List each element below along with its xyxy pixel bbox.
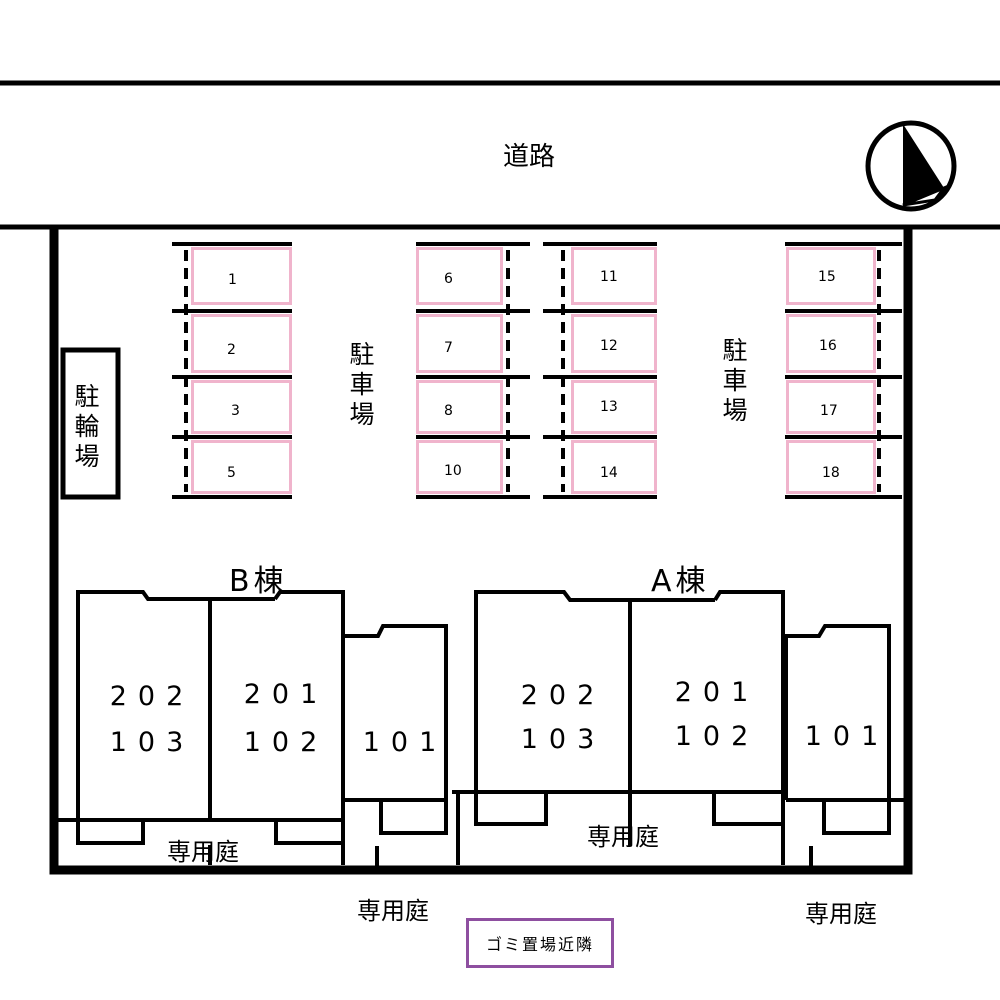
parking-spot [786,380,876,434]
unit-number: 102 [243,727,329,758]
parking-spot [571,440,657,494]
parking-spot [786,314,876,373]
parking-spot-number: 7 [444,340,453,356]
private-garden-label: 専用庭 [805,900,877,928]
parking-spot-number: 10 [444,463,462,479]
parking-spot [191,440,292,494]
unit-number: 102 [674,721,760,752]
bicycle-parking-box [60,347,121,500]
parking-spot-number: 5 [227,465,236,481]
parking-lines [172,242,902,499]
parking-spot [416,314,503,373]
parking-spot-number: 15 [818,269,836,285]
parking-spot [416,247,503,305]
parking-spot [571,380,657,434]
unit-number: 201 [674,677,760,708]
unit-number: 103 [520,724,606,755]
north-arrow-icon [865,120,957,212]
unit-number: 103 [109,727,195,758]
building-b-title: B棟 [229,564,288,599]
building-a-outline [452,590,908,866]
parking-dashed-lines [184,250,881,492]
parking-spot-number: 6 [444,271,453,287]
parking-spot-number: 12 [600,338,618,354]
private-garden-label: 専用庭 [587,823,659,851]
parking-spot [191,247,292,305]
unit-number: 101 [362,727,448,758]
parking-spot-number: 1 [228,272,237,288]
unit-number: 202 [109,681,195,712]
parking-spot [571,314,657,373]
unit-number: 101 [804,721,890,752]
parking-label-left: 駐車場 [349,340,375,429]
road-label: 道路 [503,142,556,172]
parking-spot-number: 16 [819,338,837,354]
private-garden-label: 専用庭 [357,897,429,925]
bicycle-parking-label: 駐輪場 [74,382,100,471]
parking-spot-number: 18 [822,465,840,481]
garbage-area-label: ゴミ置場近隣 [466,918,614,968]
parking-spot-number: 14 [600,465,618,481]
parking-spot [416,380,503,434]
unit-number: 201 [243,679,329,710]
parking-spot-number: 2 [227,342,236,358]
parking-label-right: 駐車場 [722,336,748,425]
unit-number: 202 [520,680,606,711]
parking-spot [416,440,503,494]
building-a-title: A棟 [651,564,710,599]
parking-spot-number: 13 [600,399,618,415]
site-boundary [49,229,913,875]
building-b-outline [54,590,448,866]
parking-spot [571,247,657,305]
parking-spot [786,247,876,305]
parking-spot [191,314,292,373]
parking-spot-number: 8 [444,403,453,419]
parking-spot-number: 3 [231,403,240,419]
parking-spot-number: 11 [600,269,618,285]
private-garden-label: 専用庭 [167,838,239,866]
parking-spot [191,380,292,434]
parking-spot-number: 17 [820,403,838,419]
parking-spot [786,440,876,494]
